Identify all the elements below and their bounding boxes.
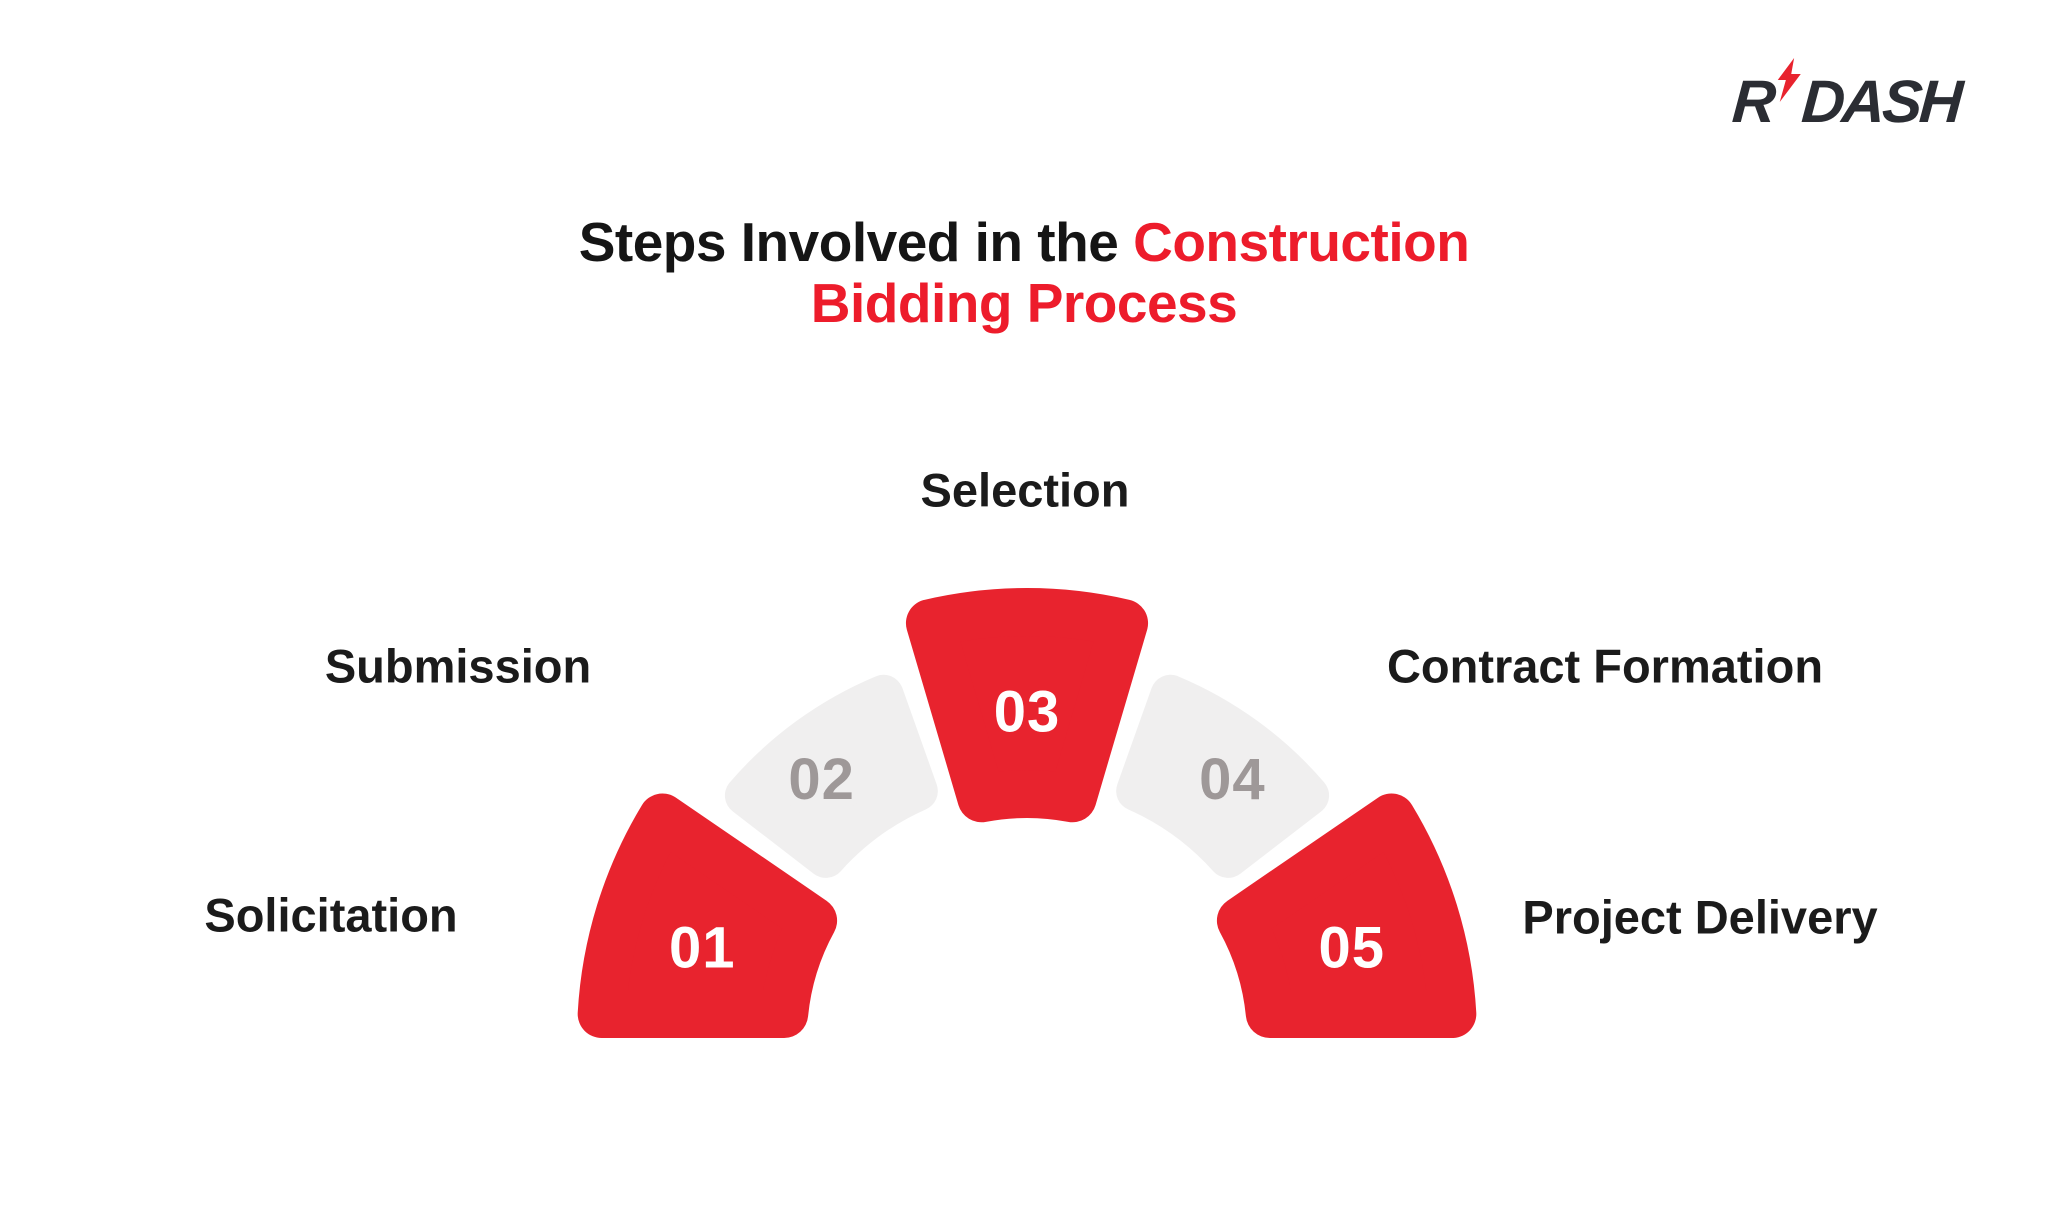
title-line-1: Steps Involved in the Construction — [0, 212, 2048, 273]
step-number-05: 05 — [1318, 915, 1385, 980]
step-segment-01 — [577, 793, 838, 1038]
title-text-accent: Construction — [1133, 211, 1470, 273]
step-label-selection: Selection — [920, 463, 1130, 517]
step-segment-02 — [724, 674, 938, 878]
step-label-contract-formation: Contract Formation — [1386, 639, 1824, 693]
logo-rdash: R DASH — [1730, 58, 1963, 135]
step-label-project-delivery: Project Delivery — [1522, 890, 1878, 944]
page-title: Steps Involved in the Construction Biddi… — [0, 212, 2048, 334]
title-text-accent-line2: Bidding Process — [810, 272, 1238, 334]
step-segment-03 — [905, 588, 1149, 823]
step-label-submission: Submission — [324, 639, 592, 693]
step-segment-05 — [1216, 793, 1477, 1038]
step-number-01: 01 — [669, 915, 736, 980]
lightning-bolt-icon — [1777, 58, 1801, 102]
step-number-02: 02 — [788, 747, 855, 812]
title-line-2: Bidding Process — [0, 273, 2048, 334]
step-segment-04 — [1116, 674, 1330, 878]
title-text-black: Steps Involved in the — [578, 211, 1134, 273]
step-label-solicitation: Solicitation — [204, 888, 458, 942]
step-number-04: 04 — [1199, 747, 1266, 812]
step-number-03: 03 — [994, 680, 1061, 745]
